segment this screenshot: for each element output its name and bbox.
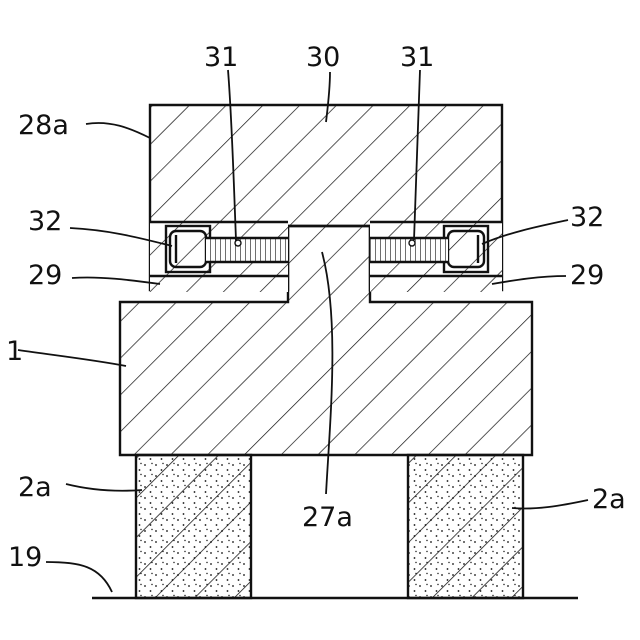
label-32-right: 32	[570, 202, 604, 233]
label-31-right: 31	[400, 42, 434, 73]
left-screw-shaft	[206, 238, 288, 262]
left-support-block	[136, 455, 251, 598]
right-support-block	[408, 455, 523, 598]
left-bore-mark	[235, 240, 241, 246]
leader-1	[18, 350, 126, 366]
label-28a: 28a	[18, 110, 69, 141]
label-1: 1	[6, 336, 23, 367]
label-19: 19	[8, 542, 42, 573]
leader-28a	[86, 123, 150, 138]
label-29-left: 29	[28, 260, 62, 291]
label-27a: 27a	[302, 502, 353, 533]
label-32-left: 32	[28, 206, 62, 237]
label-29-right: 29	[570, 260, 604, 291]
label-30: 30	[306, 42, 340, 73]
leader-19	[46, 562, 112, 592]
label-2a-left: 2a	[18, 472, 52, 503]
leader-2a-left	[66, 484, 142, 491]
right-bore-mark	[409, 240, 415, 246]
leader-29-left	[72, 277, 160, 284]
label-2a-right: 2a	[592, 484, 626, 515]
label-31-left: 31	[204, 42, 238, 73]
